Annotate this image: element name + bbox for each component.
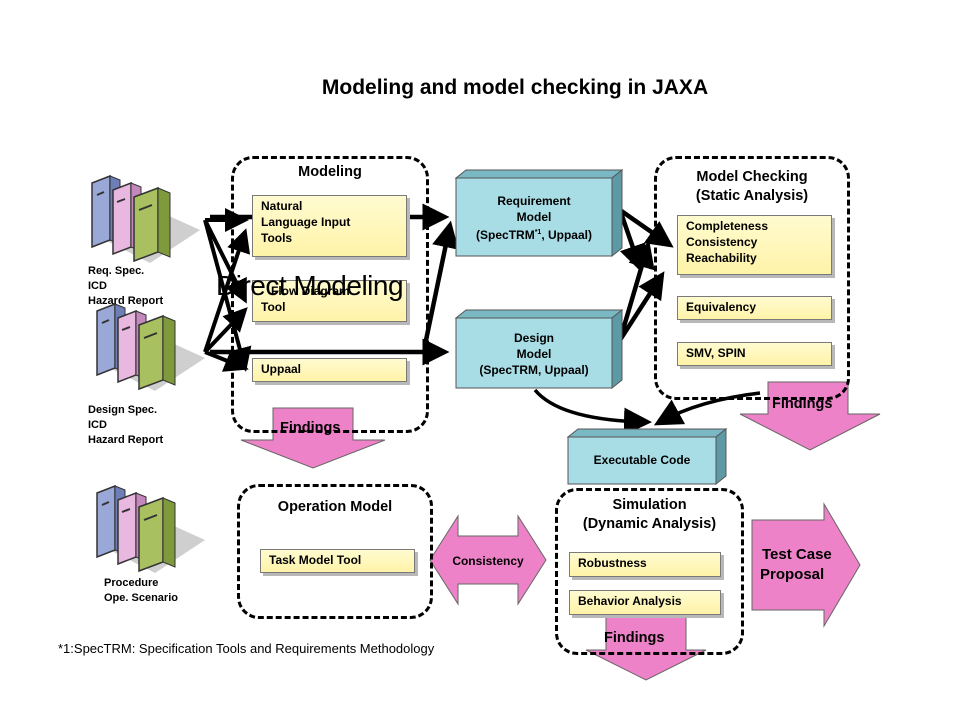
model-to-checking-arrows	[617, 208, 674, 342]
executable-code-text: Executable Code	[593, 453, 691, 467]
document-stack-2	[96, 302, 205, 391]
design-spec-caption: Design Spec. ICD Hazard Report	[88, 404, 164, 446]
requirement-model-text: Requirement Model (SpecTRM*1, Uppaal)	[476, 194, 592, 242]
simulation-label: Simulation (Dynamic Analysis)	[582, 497, 717, 532]
executable-code-box	[566, 427, 728, 486]
findings-arrow-simulation	[585, 613, 707, 681]
design-model-box	[454, 308, 624, 390]
findings-label-modeling: Findings	[280, 420, 341, 436]
consistency-label: Consistency	[452, 554, 524, 568]
equivalency-item: Equivalency	[677, 296, 832, 320]
test-case-arrow	[751, 502, 861, 628]
robustness-item: Robustness	[569, 552, 721, 577]
req-spec-caption: Req. Spec. ICD Hazard Report	[88, 265, 164, 307]
test-case-label: Test Case Proposal	[760, 546, 832, 583]
behavior-analysis-item: Behavior Analysis	[569, 590, 721, 615]
diagram-title: Modeling and model checking in JAXA	[321, 76, 709, 99]
simulation-group	[555, 488, 744, 655]
to-executable-arrows	[533, 388, 761, 436]
flow-diagram-tool: Flow Diagram Tool	[252, 280, 407, 322]
task-model-tool: Task Model Tool	[260, 549, 415, 573]
doc-to-tool-arrows	[203, 208, 252, 372]
document-stack-3	[96, 484, 205, 573]
direct-modeling-label: Direct Modeling	[216, 270, 404, 301]
smv-spin-item: SMV, SPIN	[677, 342, 832, 366]
completeness-item: Completeness Consistency Reachability	[677, 215, 832, 275]
footnote: *1:SpecTRM: Specification Tools and Requ…	[58, 641, 435, 656]
uppaal-tool: Uppaal	[252, 358, 407, 382]
document-stack-1	[91, 174, 200, 263]
model-checking-label: Model Checking (Static Analysis)	[695, 169, 809, 204]
modeling-group	[231, 156, 429, 433]
design-model-text: Design Model (SpecTRM, Uppaal)	[479, 331, 589, 377]
natural-language-tool: Natural Language Input Tools	[252, 195, 407, 257]
procedure-caption: Procedure Ope. Scenario	[104, 577, 178, 604]
modeling-label: Modeling	[298, 164, 362, 180]
requirement-model-box	[454, 168, 624, 258]
model-checking-group	[654, 156, 850, 400]
consistency-arrow	[429, 514, 547, 606]
findings-arrow-modeling	[240, 407, 386, 469]
operation-model-label: Operation Model	[277, 499, 393, 515]
operation-model-group	[237, 484, 433, 619]
findings-label-simulation: Findings	[604, 630, 665, 646]
findings-label-checking: Findings	[772, 396, 833, 412]
